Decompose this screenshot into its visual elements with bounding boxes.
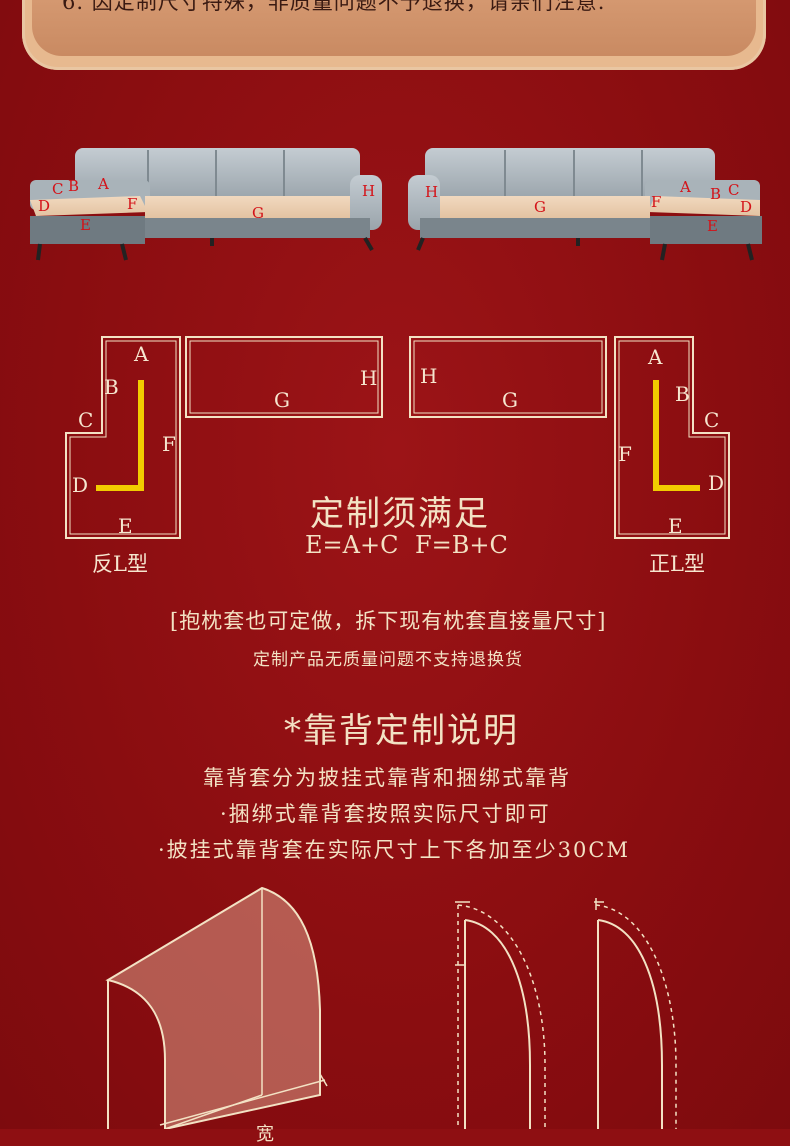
backrest-line-1: 靠背套分为披挂式靠背和捆绑式靠背 [203, 766, 571, 790]
sofa-right-label-a: A [680, 178, 691, 196]
diag-right-a: A [648, 345, 663, 369]
diag-rect-right-h: H [420, 364, 438, 388]
sofa-left-label-c: C [52, 180, 64, 198]
strap-backrest-profile [455, 901, 546, 1129]
diag-right-b: B [675, 382, 690, 406]
sofa-illustrations [30, 148, 762, 261]
backrest-cover-3d [105, 886, 328, 1129]
formula-f: F=B+C [415, 531, 508, 559]
sofa-right-label-d: D [740, 198, 753, 216]
diag-left-f: F [162, 432, 176, 456]
sofa-left-label-h: H [362, 182, 376, 200]
sofa-left-label-e: E [80, 216, 91, 234]
diag-rect-left-h: H [360, 366, 378, 390]
diag-left-d: D [72, 473, 89, 497]
yellow-measure-lines [96, 380, 700, 491]
diag-left-b: B [104, 375, 119, 399]
sofa-left-label-d: D [38, 197, 51, 215]
diag-right-f: F [618, 442, 632, 466]
sofa-right-label-h: H [425, 183, 439, 201]
sofa-left-label-g: G [252, 204, 264, 222]
backrest-title: *靠背定制说明 [284, 711, 519, 751]
backrest-line-2: ·捆绑式靠背套按照实际尺寸即可 [220, 802, 551, 826]
diag-right-e: E [668, 514, 683, 538]
sofa-right-label-c: C [728, 181, 740, 199]
width-label: 宽 [256, 1124, 274, 1145]
sofa-right-label-g: G [534, 198, 546, 216]
diag-right-d: D [708, 471, 725, 495]
right-sofa-image [408, 148, 762, 261]
diag-rect-right-g: G [502, 388, 518, 412]
sofa-right-label-b: B [710, 185, 722, 203]
sofa-right-label-f: F [651, 193, 662, 211]
diag-left-e: E [118, 514, 133, 538]
top-banner [32, 0, 756, 56]
pillow-note: [抱枕套也可定做，拆下现有枕套直接量尺寸] [170, 609, 607, 633]
top-note: 6. 因定制尺寸特殊，非质量问题不予退换，请亲们注意. [62, 0, 606, 14]
backrest-diagrams [105, 886, 677, 1129]
left-sofa-image [30, 148, 382, 261]
diag-left-a: A [134, 342, 149, 366]
diag-left-c: C [78, 408, 94, 432]
diag-right-c: C [704, 408, 720, 432]
backrest-line-3: ·披挂式靠背套在实际尺寸上下各加至少30CM [158, 838, 630, 862]
sofa-left-label-f: F [127, 195, 138, 213]
drape-backrest-profile [594, 898, 677, 1129]
sofa-left-label-a: A [98, 175, 109, 193]
sofa-left-label-b: B [68, 177, 80, 195]
custom-title: 定制须满足 [310, 494, 490, 534]
formula-e: E=A+C [305, 531, 399, 559]
l-shape-diagrams [65, 336, 730, 539]
caption-reverse-l: 反L型 [92, 552, 148, 576]
sofa-right-label-e: E [707, 217, 718, 235]
quality-note: 定制产品无质量问题不支持退换货 [253, 650, 523, 670]
caption-normal-l: 正L型 [649, 552, 705, 576]
diag-rect-left-g: G [274, 388, 290, 412]
